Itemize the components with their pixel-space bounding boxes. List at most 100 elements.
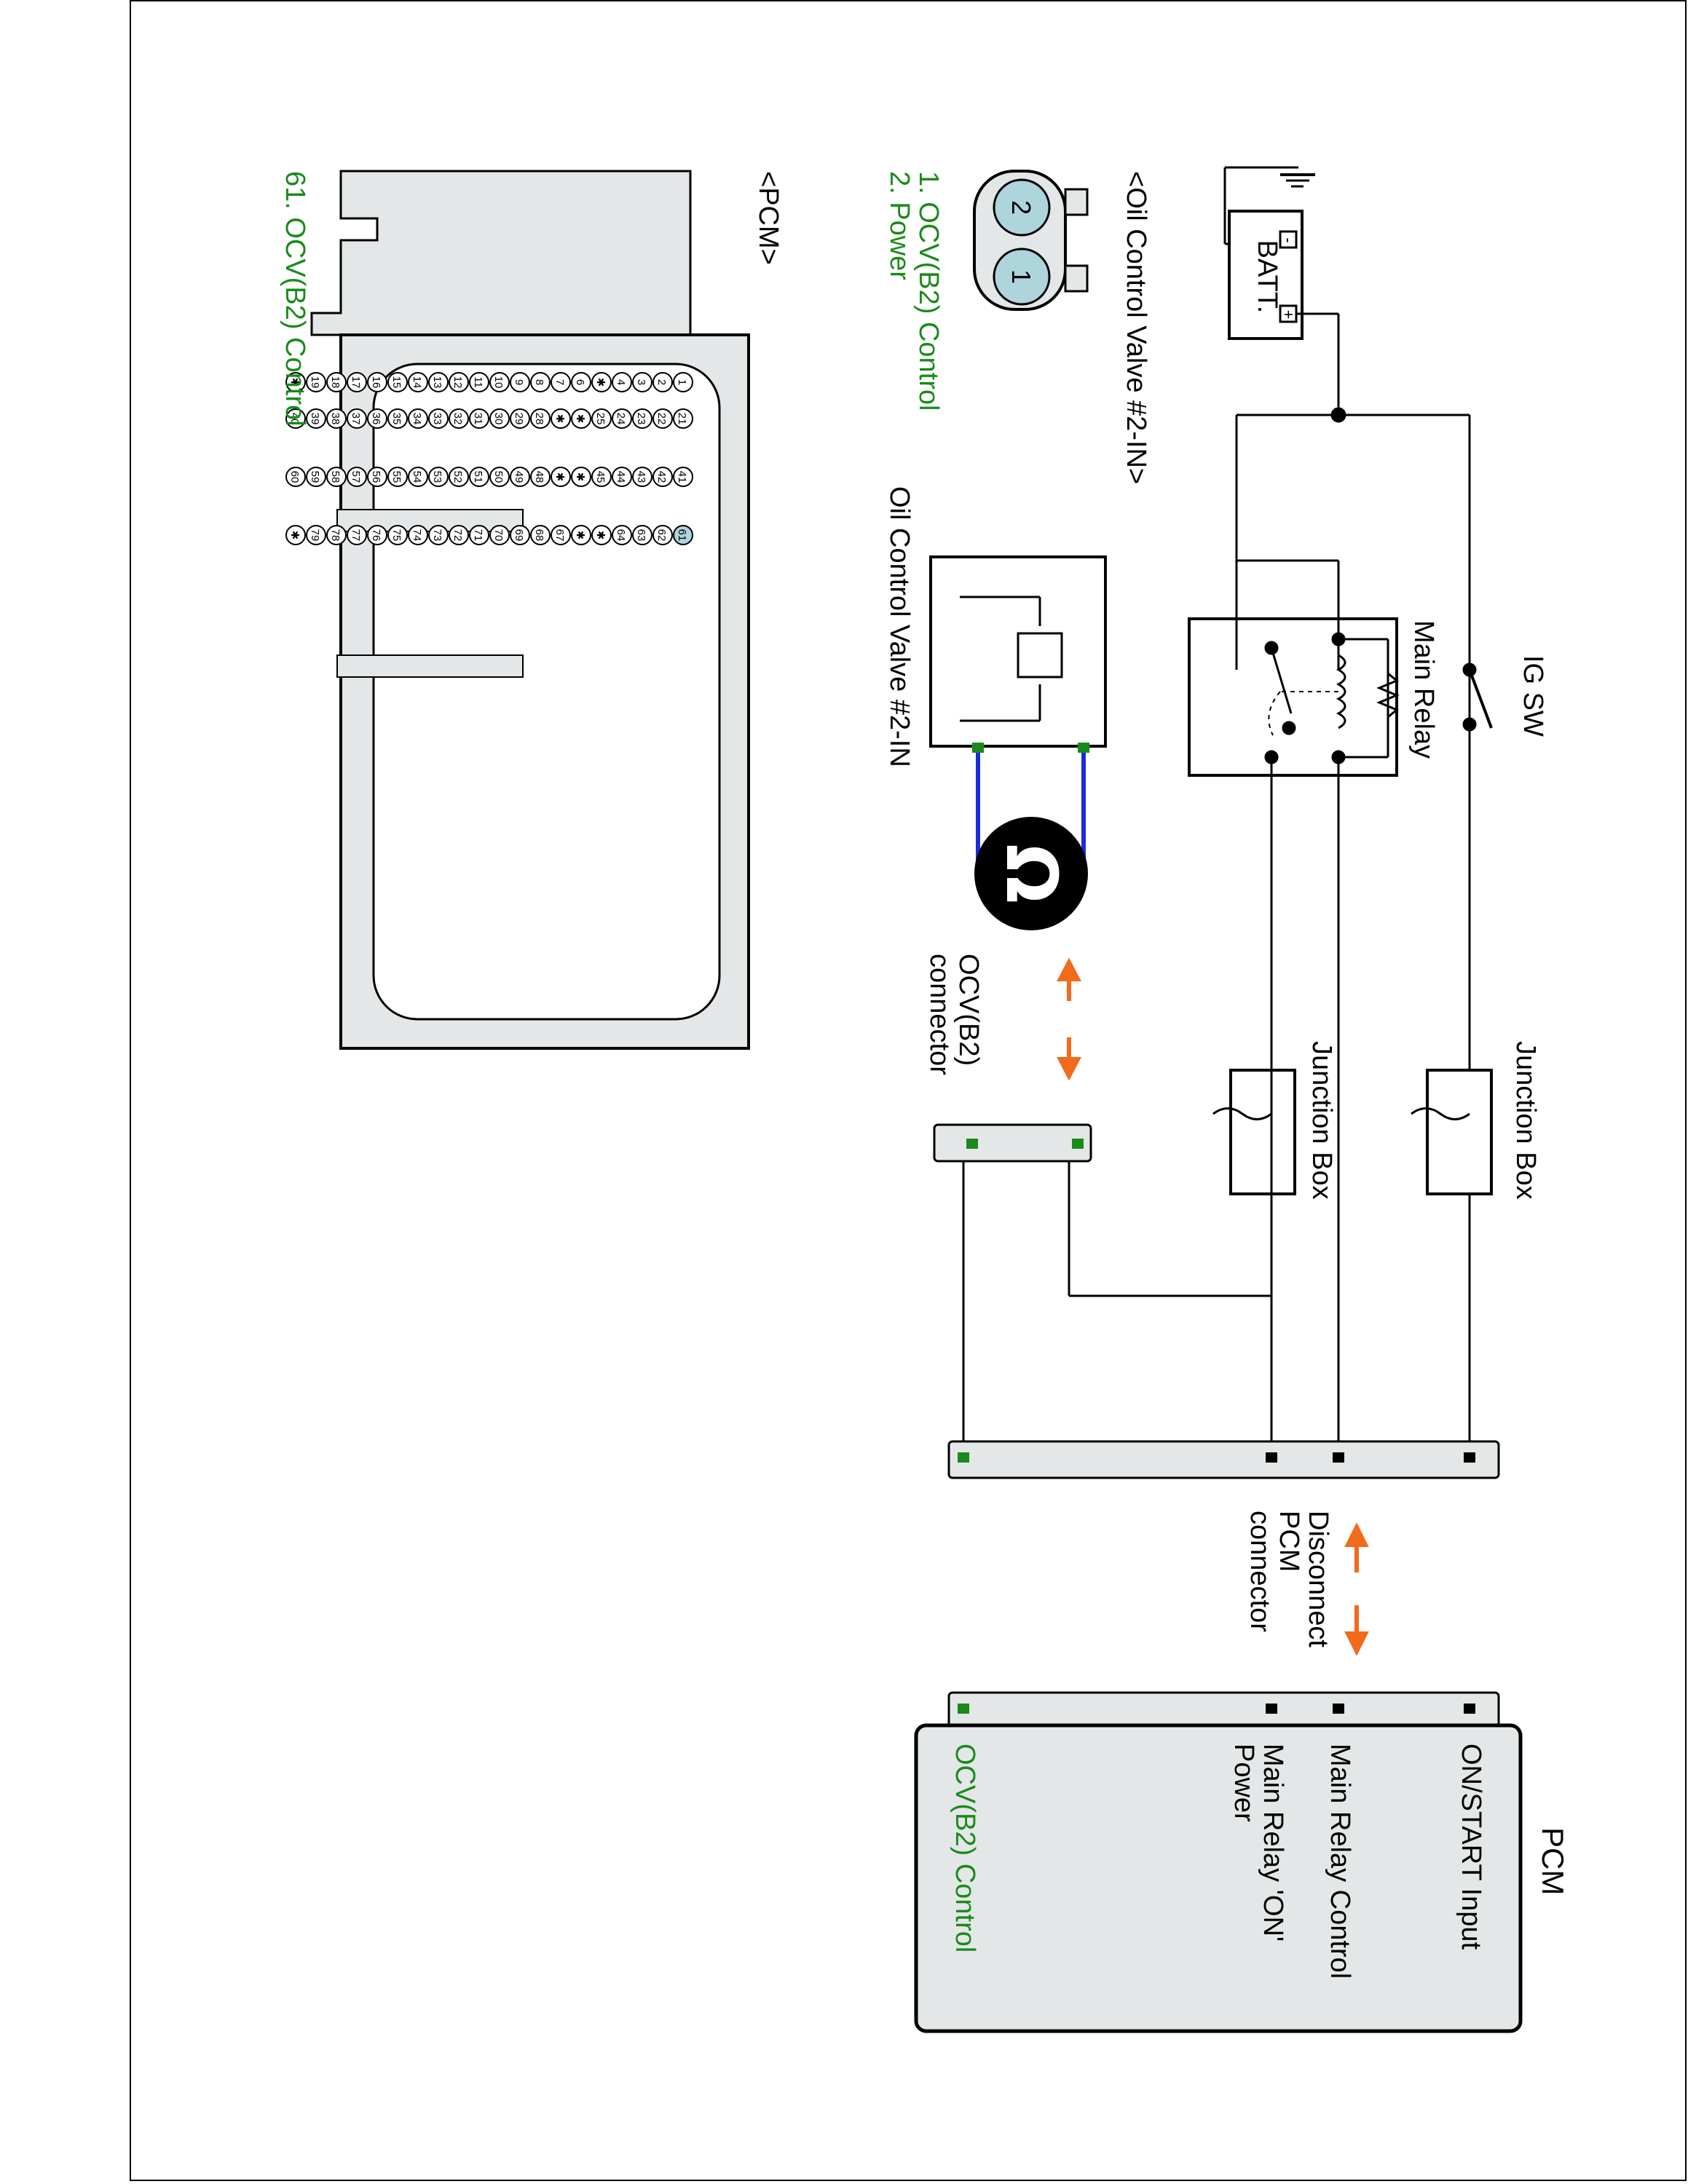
pcm-pin xyxy=(551,525,571,545)
junction-box-2-label: Junction Box xyxy=(1306,1041,1337,1200)
pcm-pin-number: 78 xyxy=(329,529,342,542)
wiring-diagram xyxy=(929,166,1493,1471)
pcm-pin xyxy=(673,408,693,429)
pcm-pin xyxy=(387,408,408,429)
pcm-pin xyxy=(408,467,428,487)
pcm-pin xyxy=(469,408,489,429)
pcm-pin xyxy=(652,467,673,487)
pcm-pin-number: 1 xyxy=(676,379,688,385)
relay-resistor xyxy=(1376,672,1400,719)
pcm-pin-number: 13 xyxy=(431,376,443,389)
pcm-pin xyxy=(632,525,652,545)
pcm-pin-number: 16 xyxy=(370,376,382,389)
junction-box-1 xyxy=(1426,1069,1493,1195)
pcm-pin xyxy=(449,408,469,429)
pcm-pin xyxy=(306,408,326,429)
pcm-pin xyxy=(367,408,387,429)
pcm-pin-number: 29 xyxy=(513,413,525,425)
pcm-pin xyxy=(489,525,510,545)
pcm-pin xyxy=(449,467,469,487)
pcm-pin-number: 63 xyxy=(635,529,647,542)
pcm-pin-number: 56 xyxy=(370,471,382,483)
pcm-pin xyxy=(571,467,591,487)
pcm-pin-number: 40 xyxy=(288,413,301,425)
junction-box-2 xyxy=(1229,1069,1296,1195)
pcm-pin xyxy=(551,408,571,429)
pcm-pin-number: 67 xyxy=(553,529,566,542)
pcm-pin-number: 7 xyxy=(553,379,566,385)
pcm-pin-number: 59 xyxy=(309,471,321,483)
pcm-pin xyxy=(530,372,551,392)
pcm-pin xyxy=(632,372,652,392)
pcm-pin-number: 55 xyxy=(390,471,403,483)
pcm-pin-number: 25 xyxy=(594,413,607,425)
pcm-pin xyxy=(612,408,632,429)
pcm-pin-number: 45 xyxy=(594,471,607,483)
pcm-pin-number: 79 xyxy=(309,529,321,542)
pcm-box-title: PCM xyxy=(1536,1827,1570,1895)
pcm-pin-number: 22 xyxy=(655,413,668,425)
disconnect-label-3: connector xyxy=(1245,1511,1275,1632)
ocv-pin-2 xyxy=(993,178,1051,237)
pcm-pin-number: 52 xyxy=(451,471,464,483)
pcm-pin xyxy=(510,525,530,545)
pcm-pin-number: 36 xyxy=(370,413,382,425)
pcm-pin xyxy=(326,467,347,487)
pcm-pin-note: 61. OCV(B2) Control xyxy=(280,171,310,427)
ocv-connector-view-title: <Oil Control Valve #2-IN> xyxy=(1121,171,1151,484)
pcm-pin xyxy=(469,467,489,487)
ohmmeter-icon: Ω xyxy=(974,817,1088,930)
ocv-pin-desc-2: 2. Power xyxy=(884,171,915,280)
pcm-pin-number: 53 xyxy=(431,471,443,483)
pcm-pin xyxy=(530,525,551,545)
pcm-pin-on-start: ON/START Input xyxy=(1456,1744,1486,1950)
pcm-pin-number: 34 xyxy=(411,413,423,425)
pcm-pin xyxy=(408,372,428,392)
battery-minus-label: - xyxy=(1279,237,1298,242)
pcm-pin xyxy=(306,467,326,487)
pcm-pin xyxy=(612,372,632,392)
battery-plus-label: + xyxy=(1279,310,1298,320)
ig-switch-blade xyxy=(1468,669,1493,729)
ocv-connector-label-2: connector xyxy=(924,954,955,1075)
pcm-pin-grid: 1234✱678910111213141516171819✱2122232425… xyxy=(285,372,693,545)
pcm-pin xyxy=(428,467,449,487)
pcm-pin-number: 70 xyxy=(492,529,505,542)
ig-sw-label: IG SW xyxy=(1518,655,1548,737)
pcm-connector-view-title: <PCM> xyxy=(753,171,784,265)
main-relay-label: Main Relay xyxy=(1408,620,1439,759)
pcm-connector-view xyxy=(310,170,750,1050)
pcm-pin-number: 41 xyxy=(676,471,688,483)
pcm-pin-number: 8 xyxy=(533,379,545,385)
pcm-pin-main-relay-control: Main Relay Control xyxy=(1325,1744,1355,1979)
pcm-pin xyxy=(652,525,673,545)
pcm-pin xyxy=(530,408,551,429)
pcm-pin xyxy=(612,467,632,487)
pcm-pin xyxy=(652,372,673,392)
disconnect-arrows-ocv xyxy=(1057,957,1081,1081)
pcm-pin-number: 19 xyxy=(309,376,321,389)
pcm-box xyxy=(914,1723,1523,2033)
ocv-connector-view: 2 1 xyxy=(973,170,1089,311)
pcm-pin xyxy=(551,467,571,487)
pcm-pin xyxy=(673,525,693,545)
pcm-pin-number: 77 xyxy=(350,529,362,542)
pcm-pin-number: 2 xyxy=(655,379,668,385)
pcm-pin xyxy=(571,525,591,545)
pcm-pin xyxy=(408,408,428,429)
pcm-pin-number: 14 xyxy=(411,376,423,389)
pcm-pin-number: 42 xyxy=(655,471,668,483)
pcm-pin-number: 68 xyxy=(533,529,545,542)
pcm-pin xyxy=(571,408,591,429)
pcm-pin xyxy=(510,372,530,392)
pcm-pin-number: 61 xyxy=(676,529,688,542)
pcm-pin xyxy=(306,372,326,392)
pcm-pin xyxy=(347,372,367,392)
pcm-pin xyxy=(449,525,469,545)
pcm-pin xyxy=(591,372,612,392)
ocv-pin-2-num: 2 xyxy=(1006,200,1036,215)
pcm-pin xyxy=(530,467,551,487)
pcm-pin-number: 75 xyxy=(390,529,403,542)
pcm-pin xyxy=(489,467,510,487)
pcm-pin-number: 15 xyxy=(390,376,403,389)
